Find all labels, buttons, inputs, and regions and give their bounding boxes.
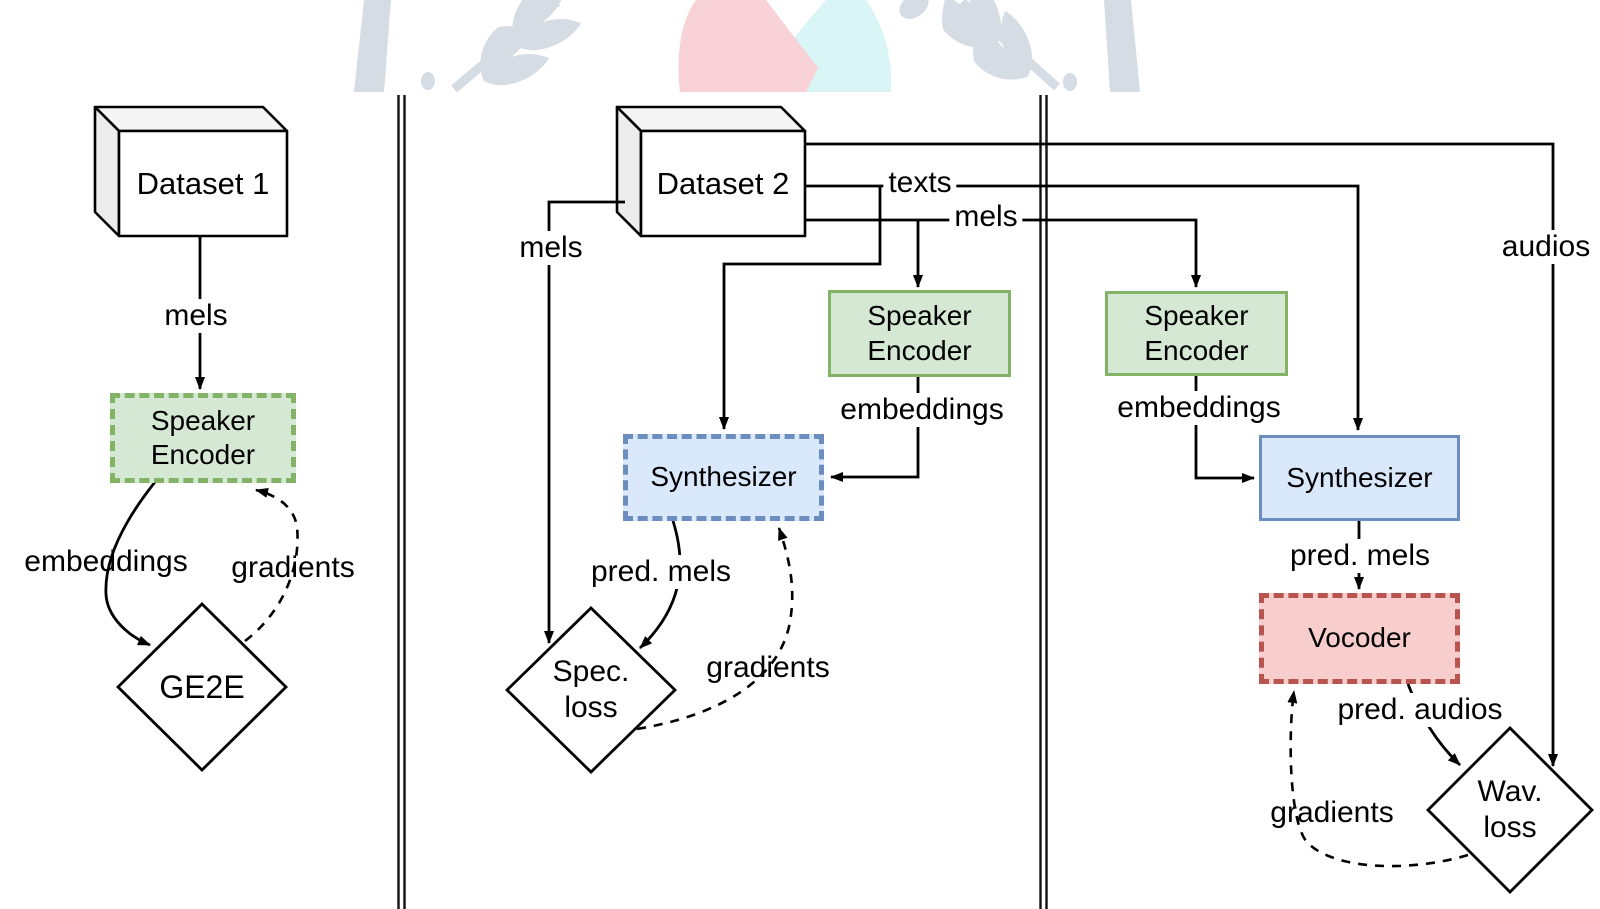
spec-loss-label: Spec. loss (552, 655, 630, 724)
watermark-bar-left (354, 0, 391, 92)
wav-loss-diamond (1426, 726, 1594, 894)
dataset1-label: Dataset 1 (136, 165, 270, 201)
wav-loss-label: Wav. loss (1477, 775, 1543, 844)
edge-label-audios: audios (1496, 230, 1596, 264)
watermark-dot-left (421, 72, 435, 90)
edge-texts-right (805, 184, 1363, 431)
watermark-dot-right (1063, 73, 1077, 91)
edge-texts-mid-branch (719, 187, 882, 430)
edge-label-gradients-mid: gradients (706, 651, 830, 684)
panel-separator-2 (1039, 95, 1048, 909)
dataset1-cube (93, 105, 289, 238)
edge-gradients-left (244, 488, 299, 643)
edge-embeddings-left-curve (104, 481, 157, 647)
edge-label-embeddings-right: embeddings (1112, 391, 1286, 425)
edge-label-embeddings-mid: embeddings (835, 393, 1009, 427)
watermark-laurel-left (451, 0, 582, 93)
dataset2-cube (615, 105, 807, 238)
vocoder-box: Vocoder (1259, 593, 1460, 684)
edge-label-pred-mels-mid: pred. mels (585, 555, 737, 589)
synthesizer-right-box: Synthesizer (1259, 435, 1460, 521)
edge-label-mels-left-panel: mels (159, 299, 233, 333)
gradient-edges (244, 488, 1469, 868)
dataset2-label: Dataset 2 (656, 165, 790, 201)
edge-mels-right (805, 218, 1201, 288)
speaker-encoder-left-box: Speaker Encoder (110, 393, 296, 483)
edge-label-mels-dataset2-right: mels (949, 200, 1023, 234)
ge2e-loss-label: GE2E (159, 668, 245, 705)
edge-label-mels-dataset2-left: mels (514, 231, 588, 265)
speaker-encoder-right-box: Speaker Encoder (1105, 291, 1288, 376)
watermark-pink-petal (678, 0, 818, 92)
edge-embeddings-mid (830, 377, 920, 482)
edge-label-gradients-right: gradients (1270, 796, 1394, 829)
panel-separator-1 (397, 95, 406, 909)
watermark-bar-right (1104, 0, 1140, 92)
watermark-logo (354, 0, 1140, 93)
edge-gradients-right (1287, 690, 1469, 868)
ge2e-loss-diamond (116, 602, 288, 772)
spec-loss-diamond (504, 606, 678, 774)
synthesizer-mid-box: Synthesizer (623, 434, 824, 521)
speaker-encoder-mid-box: Speaker Encoder (828, 290, 1011, 377)
edge-audios (805, 142, 1558, 767)
edge-label-gradients-left: gradients (231, 551, 355, 584)
edge-mels-dataset2-left (544, 200, 625, 644)
edge-label-texts: texts (883, 166, 957, 200)
edge-label-pred-audios: pred. audios (1332, 693, 1508, 727)
edge-label-pred-mels-right: pred. mels (1284, 539, 1436, 573)
flow-edges (104, 142, 1558, 767)
edge-gradients-mid (636, 527, 794, 731)
watermark-laurel-right (899, 0, 1061, 91)
edge-label-embeddings-left: embeddings (24, 545, 188, 578)
